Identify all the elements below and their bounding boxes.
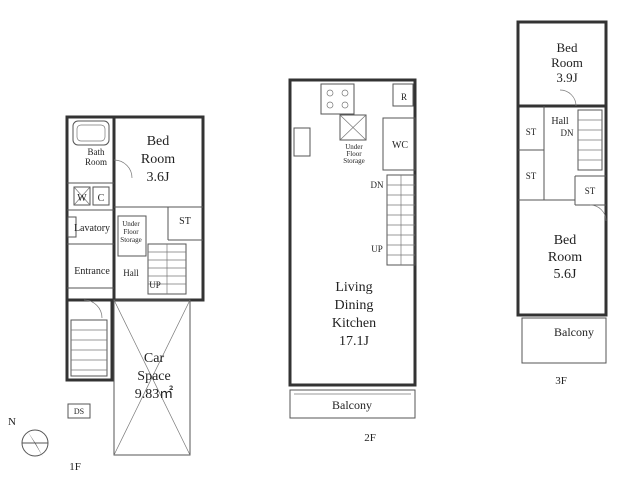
balcony-3f-label: Balcony <box>554 325 594 339</box>
stairs-3f <box>577 109 603 171</box>
dn-3f-label: DN <box>561 128 574 138</box>
ds-box <box>67 403 91 419</box>
hall-3f-label: Hall <box>551 116 568 127</box>
under-floor-storage-1f <box>117 215 147 257</box>
washer-icon <box>92 186 110 206</box>
bedroom-3f-b-label-2: Room <box>548 250 582 265</box>
ldk-size: 17.1J <box>339 334 370 349</box>
sink-icon <box>67 216 77 238</box>
bathtub-icon <box>72 120 110 146</box>
under-floor-1f-l3: Storage <box>120 236 141 244</box>
floor-3f-outline <box>516 20 608 317</box>
lavatory-label: Lavatory <box>74 223 110 234</box>
ldk-label-kitchen: Kitchen <box>332 316 376 331</box>
balcony-3f <box>521 317 607 364</box>
under-floor-2f-l2: Floor <box>346 150 362 158</box>
washer-label: C <box>98 193 105 204</box>
compass-north-label: N <box>8 416 16 428</box>
st-1f-label: ST <box>179 216 191 227</box>
compass-rose: N <box>8 416 49 457</box>
entrance-label: Entrance <box>74 266 110 277</box>
car-space-label-2: Space <box>137 369 170 384</box>
wc-2f-label: WC <box>392 140 408 151</box>
sink-2f-icon <box>293 127 311 157</box>
under-floor-1f-l1: Under <box>122 220 140 228</box>
wc-1f-label: W <box>77 193 87 204</box>
stairs-1f <box>70 243 187 377</box>
toilet-icon <box>73 186 91 206</box>
bedroom-3f-a-label: Bed <box>557 40 578 55</box>
floor-1f-stair-block <box>65 300 114 382</box>
up-1f-label: UP <box>149 280 161 290</box>
ldk-label-dining: Dining <box>335 298 374 313</box>
balcony-2f <box>289 389 416 419</box>
hall-1f-label: Hall <box>123 268 139 278</box>
fridge-box <box>392 83 414 107</box>
up-2f-label: UP <box>371 244 383 254</box>
floor-3f-label: 3F <box>555 375 567 387</box>
bedroom-3f-b-label: Bed <box>554 233 577 248</box>
car-space-label: Car <box>144 351 165 366</box>
bedroom-1f-size: 3.6J <box>147 170 171 185</box>
ds-label: DS <box>74 407 84 416</box>
r-label: R <box>401 92 407 102</box>
st-3f-label-3: ST <box>585 186 596 196</box>
car-space <box>113 299 191 456</box>
under-floor-2f-l1: Under <box>345 143 363 151</box>
stove-icon <box>320 83 355 115</box>
floor-2f-label: 2F <box>364 432 376 444</box>
floor-1f-label: 1F <box>69 461 81 473</box>
bath-label-2: Room <box>85 157 107 167</box>
st-3f-label-1: ST <box>526 127 537 137</box>
bedroom-3f-b-size: 5.6J <box>554 267 578 282</box>
balcony-2f-label: Balcony <box>332 398 372 412</box>
under-floor-storage-2f <box>339 114 367 141</box>
st-3f-label-2: ST <box>526 171 537 181</box>
dn-2f-label: DN <box>371 180 384 190</box>
stairs-2f <box>386 174 416 266</box>
bedroom-1f-label: Bed <box>147 134 170 149</box>
bedroom-3f-a-label-2: Room <box>551 55 583 70</box>
under-floor-1f-l2: Floor <box>123 228 139 236</box>
bath-label: Bath <box>88 147 105 157</box>
floor-1f: Bed Room 3.6J Bath Room W C Lavatory Ent… <box>65 115 205 473</box>
under-floor-2f-l3: Storage <box>343 157 364 165</box>
bedroom-3f-a-size: 3.9J <box>556 70 577 85</box>
floor-2f: R Under Floor Storage WC DN UP Living Di… <box>288 78 417 444</box>
wc-2f-room <box>382 117 416 171</box>
ldk-label-living: Living <box>335 280 372 295</box>
floor-3f: Bed Room 3.9J Hall DN ST ST ST Bed Room … <box>516 20 608 387</box>
car-space-size: 9.83㎡ <box>135 386 174 402</box>
bedroom-1f-label-2: Room <box>141 152 175 167</box>
